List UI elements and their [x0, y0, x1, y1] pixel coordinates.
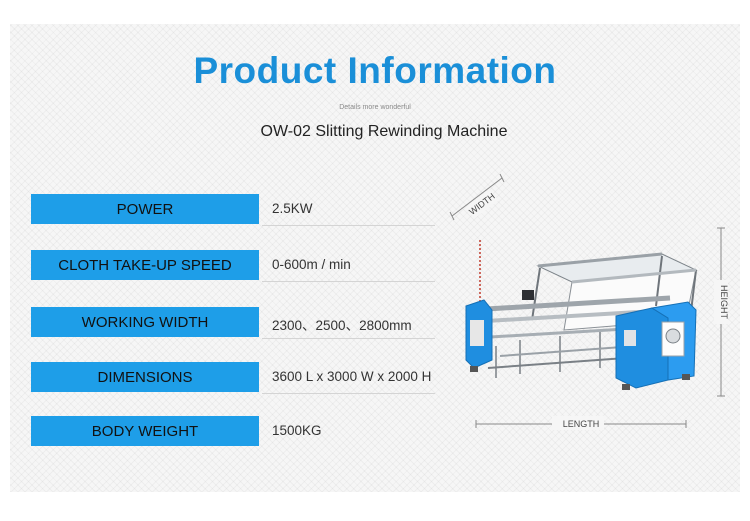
machine-illustration: WIDTH HEIGHT LENGTH [449, 173, 729, 430]
divider [262, 225, 435, 226]
divider [262, 393, 435, 394]
divider [262, 338, 435, 339]
spec-label: BODY WEIGHT [31, 416, 259, 446]
spec-value: 2.5KW [272, 201, 313, 216]
spec-label: CLOTH TAKE-UP SPEED [31, 250, 259, 280]
page-title: Product Information [193, 50, 557, 91]
spec-row-working-width: WORKING WIDTH 2300、2500、2800mm [31, 307, 435, 343]
slitting-rewinding-machine [465, 240, 698, 390]
spec-label: POWER [31, 194, 259, 224]
spec-label: WORKING WIDTH [31, 307, 259, 337]
product-model: OW-02 Slitting Rewinding Machine [260, 123, 508, 140]
spec-value: 3600 L x 3000 W x 2000 H [272, 369, 432, 384]
spec-value: 0-600m / min [272, 257, 351, 272]
height-dimension: HEIGHT [714, 227, 729, 397]
height-label: HEIGHT [719, 285, 729, 320]
spec-row-power: POWER 2.5KW [31, 194, 435, 230]
width-dimension: WIDTH [449, 173, 505, 221]
length-label: LENGTH [563, 419, 600, 429]
spec-label: DIMENSIONS [31, 362, 259, 392]
spec-value: 2300、2500、2800mm [272, 318, 412, 333]
length-dimension: LENGTH [475, 416, 687, 430]
spec-row-body-weight: BODY WEIGHT 1500KG [31, 416, 435, 452]
spec-row-speed: CLOTH TAKE-UP SPEED 0-600m / min [31, 250, 435, 286]
page-subtitle: Details more wonderful [339, 104, 411, 111]
spec-row-dimensions: DIMENSIONS 3600 L x 3000 W x 2000 H [31, 362, 435, 398]
divider [262, 281, 435, 282]
spec-value: 1500KG [272, 423, 322, 438]
